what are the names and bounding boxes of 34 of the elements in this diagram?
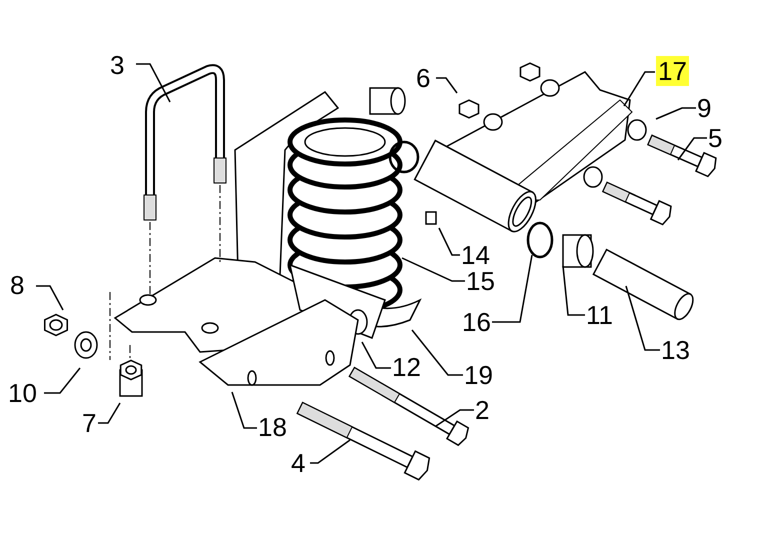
callout-number: 9 <box>697 93 712 123</box>
callout-number: 12 <box>392 352 421 382</box>
leader-line <box>656 107 696 120</box>
leader-line <box>402 257 465 282</box>
leader-line <box>310 439 350 464</box>
leader-line <box>136 63 171 102</box>
callout-number: 2 <box>475 395 490 425</box>
callout-number: 7 <box>82 408 96 438</box>
leader-line <box>44 368 81 394</box>
callout-number: 13 <box>661 335 690 365</box>
callout-number: 16 <box>462 307 491 337</box>
leader-line <box>98 402 121 424</box>
leader-line <box>677 137 707 160</box>
leader-line <box>361 342 391 369</box>
callout-number: 3 <box>110 50 124 80</box>
callout-number: 4 <box>291 448 306 478</box>
leader-line <box>231 392 257 429</box>
leader-line <box>492 254 533 323</box>
callout-number: 19 <box>464 360 493 390</box>
callout-number: 10 <box>8 378 37 408</box>
leader-line <box>36 285 64 310</box>
callout-number: 8 <box>10 270 24 300</box>
leader-line <box>562 266 585 316</box>
leader-line <box>411 330 463 376</box>
callout-number: 6 <box>416 63 430 93</box>
callout-number: 17 <box>656 56 689 86</box>
callout-number: 18 <box>258 412 287 442</box>
callout-number: 11 <box>586 300 613 330</box>
leader-line <box>623 71 655 106</box>
callout-number: 5 <box>708 123 722 153</box>
leader-line <box>625 286 660 351</box>
leader-line <box>438 228 460 256</box>
leader-line <box>436 409 474 427</box>
leader-line <box>436 77 458 94</box>
